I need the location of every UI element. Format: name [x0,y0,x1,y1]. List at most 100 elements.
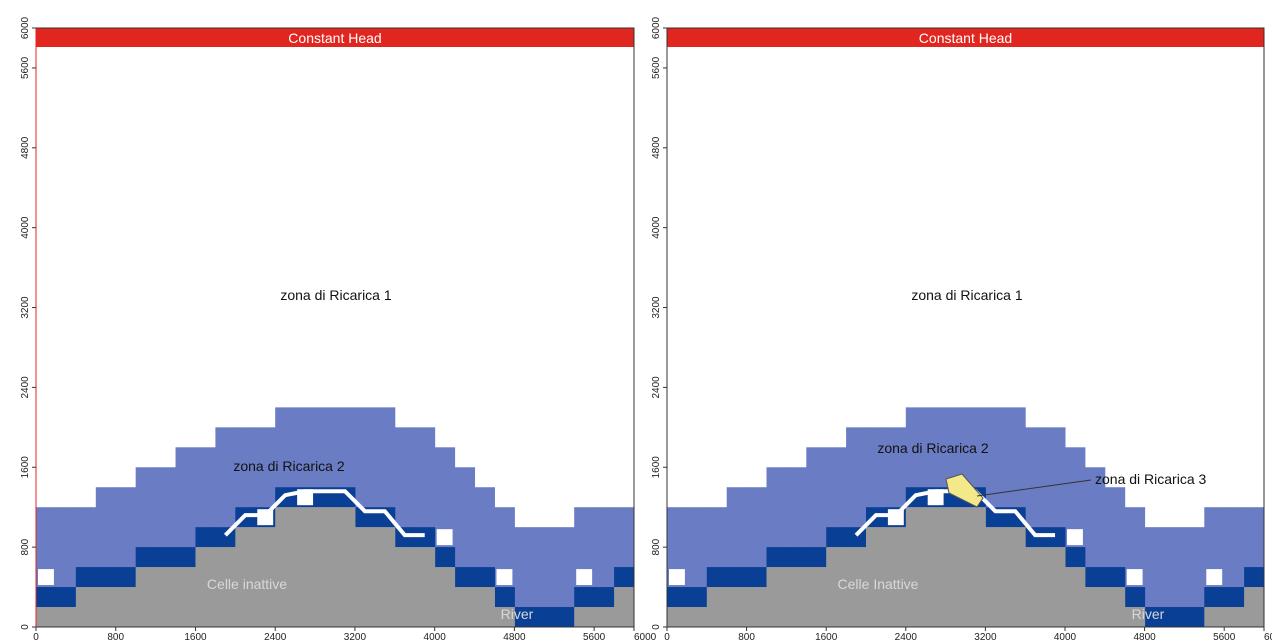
inactive-gap-cell [576,569,593,586]
inactive-cell [1204,607,1225,627]
inactive-gap-cell [38,569,54,586]
river-label: River [1132,606,1165,622]
x-tick-label: 3200 [974,632,997,642]
y-tick-label: 4000 [651,216,662,239]
river-cell [1244,567,1265,588]
inactive-cell [1005,527,1026,627]
river-cell [434,547,456,568]
inactive-cells-label: Celle inattive [207,576,287,592]
inactive-cell [726,587,748,627]
inactive-cell [215,547,236,627]
river-cell [667,587,688,608]
river-cell [706,567,728,588]
inactive-cell [985,527,1006,627]
inactive-cell [255,527,276,627]
inactive-cell [454,587,476,627]
inactive-cell [374,527,396,627]
inactive-cell [667,607,688,627]
inactive-cell [1065,567,1086,627]
inactive-cell [826,547,847,627]
y-tick-label: 1600 [20,456,31,479]
y-tick-label: 800 [651,538,662,555]
x-tick-label: 5600 [1213,632,1236,642]
y-tick-label: 6000 [20,16,31,39]
recharge-zone-1-label: zona di Ricarica 1 [280,287,391,303]
river-cell [594,587,615,608]
y-tick-label: 1600 [651,456,662,479]
x-tick-label: 2400 [895,632,918,642]
inactive-cell [925,507,947,627]
river-cell [1224,587,1245,608]
recharge-zone-2-cell [554,527,575,627]
recharge-zone-3-leader [976,479,1092,497]
river-cell [115,567,137,588]
inactive-cell [494,607,515,627]
y-tick-label: 4000 [20,216,31,239]
panel-frame [666,27,1265,628]
river-cell [554,607,575,627]
x-tick-label: 1600 [184,632,207,642]
river-cell [135,547,157,568]
x-tick-label: 800 [107,632,124,642]
river-cell [1065,547,1086,568]
recharge-zone-3-shape [945,473,984,508]
inactive-cell [806,567,827,627]
y-tick-label: 5600 [20,56,31,79]
inactive-cell [36,607,57,627]
river-cell [95,567,117,588]
inactive-cell [594,607,615,627]
inactive-gap-cell [1206,569,1223,586]
y-tick-label: 4800 [651,136,662,159]
inactive-cell [846,547,867,627]
river-cell [826,527,847,548]
river-cell [614,567,635,588]
river-cell [494,587,515,608]
inactive-cell [1045,547,1066,627]
inactive-cell [175,567,196,627]
river-cell [1204,587,1225,608]
river-cell [574,587,595,608]
inactive-cell [1244,587,1265,627]
inactive-cell [235,527,256,627]
x-tick-label: 5600 [583,632,606,642]
inactive-cell [95,587,117,627]
inactive-cell [614,587,635,627]
recharge-zone-2-cell [514,527,535,627]
y-tick-label: 2400 [20,376,31,399]
x-tick-label: 4800 [503,632,526,642]
recharge-zone-2-cell [1144,527,1165,627]
inactive-cell [1224,607,1245,627]
x-tick-label: 6000 [634,632,657,642]
river-cell [1104,567,1126,588]
x-tick-label: 800 [738,632,755,642]
x-tick-label: 1600 [815,632,838,642]
river-cell [155,547,177,568]
river-cell [1144,607,1165,627]
river-cell [474,567,495,588]
inactive-cell [574,607,595,627]
y-tick-label: 800 [20,538,31,555]
recharge-zone-3-label: zona di Ricarica 3 [1095,471,1206,487]
y-tick-label: 6000 [651,16,662,39]
river-cell [1045,527,1066,548]
recharge-zone-2-cell [1184,527,1205,627]
inactive-gap-cell [1126,569,1143,586]
river-cell [786,547,807,568]
inactive-cell [414,547,436,627]
x-tick-label: 6000 [1264,632,1272,642]
inactive-cell [686,607,708,627]
river-cell [686,587,708,608]
river-cell [1084,567,1106,588]
constant-head-label: Constant Head [288,30,381,46]
inactive-cell [335,507,356,627]
river-cell [1164,607,1185,627]
recharge-zone-1-label: zona di Ricarica 1 [911,287,1022,303]
x-tick-label: 4000 [424,632,447,642]
recharge-zone-2-cell [1164,527,1185,627]
inactive-cell [965,507,986,627]
inactive-cell [866,527,887,627]
y-tick-label: 0 [651,624,662,630]
river-cell [534,607,555,627]
river-cell [806,547,827,568]
